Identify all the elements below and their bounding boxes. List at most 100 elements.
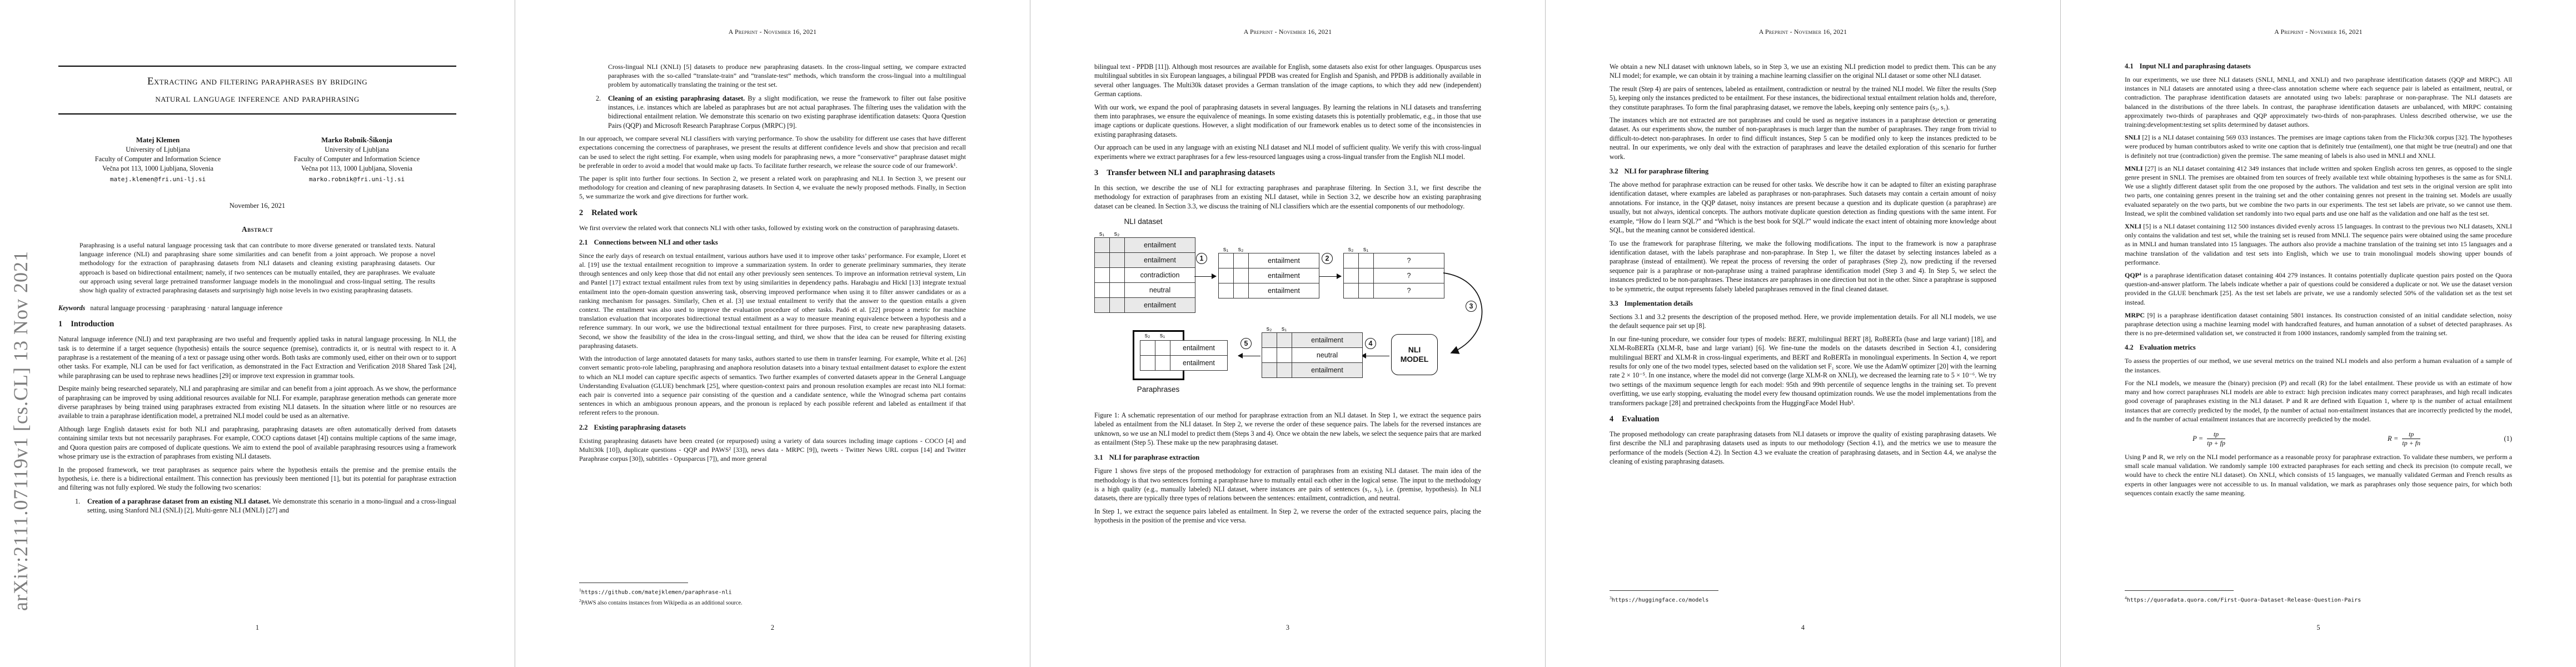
- paragraph: With our work, we expand the pool of par…: [1094, 103, 1481, 138]
- page-number: 5: [2316, 624, 2320, 631]
- paragraph: Our approach can be used in any language…: [1094, 143, 1481, 161]
- author-affiliation: Večna pot 113, 1000 Ljubljana, Slovenia: [102, 165, 213, 172]
- author-email-link[interactable]: matej.klemen@fri.uni-lj.si: [109, 176, 206, 183]
- paragraph: Sections 3.1 and 3.2 presents the descri…: [1610, 312, 1996, 330]
- author-affiliation: Faculty of Computer and Information Scie…: [94, 155, 221, 163]
- running-header: A Preprint - November 16, 2021: [728, 28, 817, 36]
- step-3-badge: 3: [1466, 301, 1477, 312]
- figure-paraphrases-label: Paraphrases: [1137, 385, 1180, 394]
- footnote-block: 1https://github.com/matejklemen/paraphra…: [579, 583, 966, 608]
- page-1: arXiv:2111.07119v1 [cs.CL] 13 Nov 2021 E…: [0, 0, 515, 667]
- keywords-line: Keywords natural language processing · pa…: [58, 304, 456, 312]
- figure-table-row: entailment: [1170, 355, 1228, 371]
- author-row: Matej Klemen University of Ljubljana Fac…: [58, 136, 456, 184]
- paragraph: In this section, we describe the use of …: [1094, 184, 1481, 210]
- author-block-1: Matej Klemen University of Ljubljana Fac…: [63, 136, 252, 184]
- author-email-link[interactable]: marko.robnik@fri.uni-lj.si: [308, 176, 405, 183]
- paper-title-line1: Extracting and filtering paraphrases by …: [147, 76, 367, 87]
- curved-arrow-icon: [1443, 272, 1483, 354]
- paragraph: In the proposed framework, we treat para…: [58, 465, 456, 492]
- figure-selected-labels: entailment entailment: [1170, 340, 1228, 371]
- paragraph: Natural language inference (NLI) and tex…: [58, 335, 456, 380]
- author-affiliation: Faculty of Computer and Information Scie…: [293, 155, 420, 163]
- dataset-paragraph-xnli: XNLI [5] is a NLI dataset containing 112…: [2125, 222, 2513, 266]
- page-2: A Preprint - November 16, 2021 Cross-lin…: [515, 0, 1030, 667]
- equation-precision: P = tp tp + fp: [2193, 430, 2225, 447]
- footnote-url-link[interactable]: https://huggingface.co/models: [1611, 597, 1709, 604]
- author-affiliation: University of Ljubljana: [126, 146, 190, 153]
- fraction: tp tp + fp: [2207, 430, 2225, 447]
- footnote-url-link[interactable]: https://github.com/matejklemen/paraphras…: [581, 589, 732, 596]
- list-item-2: 2. Cleaning of an existing paraphrasing …: [596, 94, 966, 130]
- author-name: Matej Klemen: [136, 136, 180, 144]
- author-block-2: Marko Robnik-Šikonja University of Ljubl…: [262, 136, 451, 184]
- paragraph: Despite mainly being researched separate…: [58, 385, 456, 420]
- figure-table-row: entailment: [1170, 340, 1228, 356]
- paragraph: Although large English datasets exist fo…: [58, 425, 456, 461]
- paragraph: Figure 1 shows five steps of the propose…: [1094, 467, 1481, 502]
- list-continuation: Cross-lingual NLI (XNLI) [5] datasets to…: [608, 63, 966, 89]
- paragraph: We obtain a new NLI dataset with unknown…: [1610, 63, 1996, 80]
- abstract-heading: Abstract: [241, 225, 273, 233]
- paragraph: The proposed methodology can create para…: [1610, 430, 1996, 466]
- figure-table-row: ?: [1343, 283, 1444, 299]
- figure-table-row: entailment: [1218, 283, 1319, 299]
- footnote-url-link[interactable]: https://quoradata.quora.com/First-Quora-…: [2126, 597, 2361, 604]
- author-name: Marko Robnik-Šikonja: [321, 136, 392, 144]
- figure-table-row: entailment: [1218, 253, 1319, 269]
- figure-table-row: entailment: [1094, 237, 1195, 253]
- paper-title-line2: natural language inference and paraphras…: [155, 93, 360, 104]
- paragraph: With the introduction of large annotated…: [579, 355, 966, 417]
- step-1-badge: 1: [1196, 253, 1207, 265]
- paper-date: November 16, 2021: [229, 202, 286, 210]
- footnote-block: 3https://huggingface.co/models: [1610, 590, 1996, 604]
- keywords-text: natural language processing · paraphrasi…: [90, 304, 283, 312]
- figure-table-row: neutral: [1094, 282, 1195, 298]
- equation-1: P = tp tp + fp R = tp tp + fn (1): [2125, 430, 2512, 447]
- figure-table-row: entailment: [1262, 362, 1363, 379]
- arrow-right-icon: [1194, 273, 1217, 280]
- page-number: 2: [770, 624, 775, 631]
- footnote: 1https://github.com/matejklemen/paraphra…: [579, 588, 732, 596]
- paragraph: In our approach, we compare several NLI …: [579, 135, 966, 170]
- figure-table-row: contradiction: [1094, 267, 1195, 283]
- list-item-1: 1. Creation of a paraphrase dataset from…: [75, 497, 456, 515]
- step-5-badge: 5: [1240, 338, 1252, 350]
- paragraph: The instances which are not extracted ar…: [1610, 116, 1996, 161]
- figure-table-row: entailment: [1094, 252, 1195, 268]
- paper-title: Extracting and filtering paraphrases by …: [58, 73, 456, 107]
- footnote-text: PAWS also contains instances from Wikipe…: [581, 600, 743, 606]
- figure-table-row: [1140, 340, 1171, 356]
- abstract-text: Paraphrasing is a useful natural languag…: [79, 241, 435, 295]
- page-3: A Preprint - November 16, 2021 bilingual…: [1030, 0, 1546, 667]
- page-number: 3: [1285, 624, 1290, 631]
- nli-model-box: NLI MODEL: [1391, 334, 1438, 376]
- figure-table-row: entailment: [1262, 332, 1363, 349]
- paragraph: In our experiments, we use three NLI dat…: [2125, 76, 2512, 129]
- keywords-label: Keywords: [58, 304, 86, 312]
- equation-number: (1): [2504, 434, 2512, 442]
- paragraph: The paper is split into further four sec…: [579, 175, 966, 201]
- figure-table-row: entailment: [1218, 268, 1319, 284]
- paragraph: bilingual text - PPDB [11]). Although mo…: [1094, 63, 1481, 98]
- step-4-badge: 4: [1365, 338, 1376, 350]
- title-rule-bottom: [58, 113, 456, 115]
